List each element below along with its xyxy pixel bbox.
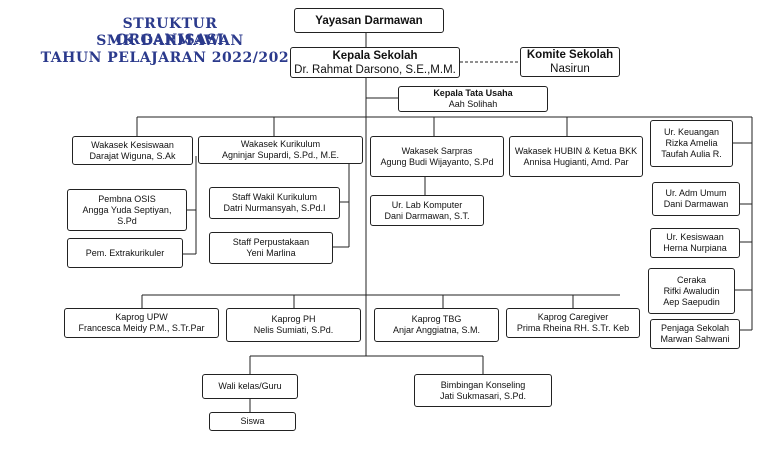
chart-title-line1: STRUKTUR ORGANISASI [115,16,225,48]
box-staff-kurikulum: Staff Wakil Kurikulum Datri Nurmansyah, … [209,187,340,219]
keuangan-role: Ur. Keuangan [663,127,720,137]
chart-title-line2: SMK DARMAWAN [96,33,244,49]
kesiswaan-role: Wakasek Kesiswaan [91,139,174,150]
osis-name1: Angga Yuda Septiyan, [82,204,172,215]
sarpras-role: Wakasek Sarpras [401,145,473,156]
ekskul-role: Pem. Extrakurikuler [85,247,165,258]
penjaga-role: Penjaga Sekolah [660,323,730,333]
upw-role: Kaprog UPW [115,312,168,322]
kepsek-role: Kepala Sekolah [332,49,418,62]
tu-role: Kepala Tata Usaha [433,88,513,98]
ur-kesiswaan-role: Ur. Kesiswaan [666,232,724,242]
chart-title-line3: TAHUN PELAJARAN 2022/2023 [40,50,300,66]
osis-role: Pembna OSIS [98,193,156,204]
ph-role: Kaprog PH [271,314,316,324]
caregiver-name: Prima Rheina RH. S.Tr. Keb [516,323,630,333]
kurikulum-name: Agninjar Supardi, S.Pd., M.E. [221,150,340,160]
box-wakasek-hubin: Wakasek HUBIN & Ketua BKK Annisa Hugiant… [509,136,643,177]
box-ur-adm-umum: Ur. Adm Umum Dani Darmawan [652,182,740,216]
box-kaprog-ph: Kaprog PH Nelis Sumiati, S.Pd. [226,308,361,342]
caregiver-role: Kaprog Caregiver [537,312,609,322]
box-ceraka: Ceraka Rifki Awaludin Aep Saepudin [648,268,735,314]
hubin-name: Annisa Hugianti, Amd. Par [523,156,629,167]
box-ekstrakurikuler: Pem. Extrakurikuler [67,238,183,268]
box-lab-komputer: Ur. Lab Komputer Dani Darmawan, S.T. [370,195,484,226]
keuangan-name1: Rizka Amelia [665,138,718,148]
box-pembina-osis: Pembna OSIS Angga Yuda Septiyan, S.Pd [67,189,187,231]
tbg-name: Anjar Anggiatna, S.M. [392,325,481,335]
siswa-role: Siswa [240,416,265,426]
box-staff-perpustakaan: Staff Perpustakaan Yeni Marlina [209,232,333,264]
box-komite: Komite Sekolah Nasirun [520,47,620,77]
sarpras-name: Agung Budi Wijayanto, S.Pd [380,156,494,167]
tu-name: Aah Solihah [448,99,498,109]
box-bimbingan-konseling: Bimbingan Konseling Jati Sukmasari, S.Pd… [414,374,552,407]
box-ur-keuangan: Ur. Keuangan Rizka Amelia Taufah Aulia R… [650,120,733,167]
upw-name: Francesca Meidy P.M., S.Tr.Par [78,323,205,333]
ur-kesiswaan-name: Herna Nurpiana [663,243,727,253]
bk-name: Jati Sukmasari, S.Pd. [439,390,527,401]
kepsek-name: Dr. Rahmat Darsono, S.E.,M.M. [294,63,456,76]
perpus-role: Staff Perpustakaan [232,237,310,247]
box-wakasek-kurikulum: Wakasek Kurikulum Agninjar Supardi, S.Pd… [198,136,363,164]
ceraka-name2: Aep Saepudin [663,296,720,307]
tbg-role: Kaprog TBG [411,314,462,324]
penjaga-name: Marwan Sahwani [660,334,730,344]
staff-kurikulum-name: Datri Nurmansyah, S.Pd.I [223,203,326,213]
box-kaprog-upw: Kaprog UPW Francesca Meidy P.M., S.Tr.Pa… [64,308,219,338]
yayasan-label: Yayasan Darmawan [315,14,423,27]
box-kaprog-tbg: Kaprog TBG Anjar Anggiatna, S.M. [374,308,499,342]
box-penjaga-sekolah: Penjaga Sekolah Marwan Sahwani [650,319,740,349]
labkom-name: Dani Darmawan, S.T. [384,210,470,221]
box-kepala-sekolah: Kepala Sekolah Dr. Rahmat Darsono, S.E.,… [290,47,460,78]
bk-role: Bimbingan Konseling [440,379,526,390]
box-wakasek-kesiswaan: Wakasek Kesiswaan Darajat Wiguna, S.Ak [72,136,193,165]
staff-kurikulum-role: Staff Wakil Kurikulum [231,192,318,202]
box-yayasan: Yayasan Darmawan [294,8,444,33]
admumum-role: Ur. Adm Umum [665,188,727,198]
box-ur-kesiswaan: Ur. Kesiswaan Herna Nurpiana [650,228,740,258]
hubin-role: Wakasek HUBIN & Ketua BKK [514,145,638,156]
box-wali-kelas: Wali kelas/Guru [202,374,298,399]
box-siswa: Siswa [209,412,296,431]
labkom-role: Ur. Lab Komputer [391,199,463,210]
box-tata-usaha: Kepala Tata Usaha Aah Solihah [398,86,548,112]
komite-role: Komite Sekolah [526,49,614,61]
osis-name2: S.Pd [117,215,137,226]
keuangan-name2: Taufah Aulia R. [661,149,722,159]
walikelas-role: Wali kelas/Guru [218,381,282,391]
ph-name: Nelis Sumiati, S.Pd. [253,325,334,335]
perpus-name: Yeni Marlina [246,248,296,258]
ceraka-role: Ceraka [676,274,706,285]
box-wakasek-sarpras: Wakasek Sarpras Agung Budi Wijayanto, S.… [370,136,504,177]
box-kaprog-caregiver: Kaprog Caregiver Prima Rheina RH. S.Tr. … [506,308,640,338]
kurikulum-role: Wakasek Kurikulum [240,139,321,149]
admumum-name: Dani Darmawan [663,199,729,209]
kesiswaan-name: Darajat Wiguna, S.Ak [89,150,176,161]
komite-name: Nasirun [550,63,590,75]
ceraka-name1: Rifki Awaludin [663,285,720,296]
